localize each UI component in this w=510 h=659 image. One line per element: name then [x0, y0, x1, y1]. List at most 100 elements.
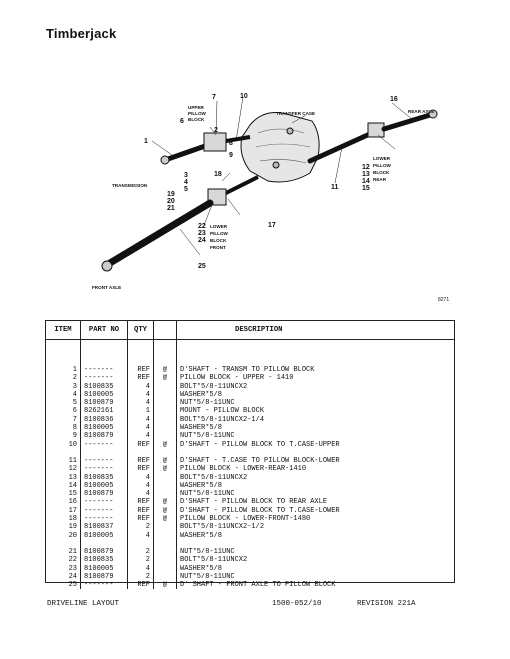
cell-item: 12	[68, 465, 77, 474]
cell-flag	[153, 424, 177, 433]
cell-flag	[153, 564, 177, 573]
cell-item: 16	[68, 498, 77, 507]
cell-part-no: -------	[80, 440, 128, 449]
cell-description: D' SHAFT - FRONT AXLE TO PILLOW BLOCK	[176, 581, 454, 590]
callout-24: 24	[198, 237, 206, 244]
cell-part-no: 8100879	[80, 432, 128, 441]
cell-flag: @	[153, 498, 177, 507]
cell-flag: @	[153, 581, 177, 590]
cell-part-no: 8100837	[80, 523, 128, 532]
callout-23: 23	[198, 230, 206, 237]
empty-cell	[80, 448, 128, 457]
empty-cell	[153, 539, 177, 548]
cell-flag	[153, 523, 177, 532]
cell-item: 22	[68, 556, 77, 565]
cell-part-no: 8100836	[80, 415, 128, 425]
shaft-17	[221, 175, 259, 197]
table-row: 1-------REF@D'SHAFT - TRANSM TO PILLOW B…	[46, 366, 454, 375]
cell-item: 9	[72, 432, 77, 441]
label-lower-rear-4: REAR	[373, 177, 387, 182]
label-upper-pillow-block-3: BLOCK	[188, 117, 205, 122]
empty-cell	[46, 449, 81, 457]
cell-flag: @	[153, 374, 177, 383]
cell-flag	[153, 490, 177, 499]
cell-flag	[153, 481, 177, 491]
driveline-drawing	[101, 96, 438, 272]
callout-2: 2	[214, 127, 218, 134]
callout-25: 25	[198, 263, 206, 270]
cell-item: 4	[72, 390, 77, 399]
cell-qty: REF	[127, 498, 154, 507]
cell-part-no: -------	[80, 515, 128, 524]
cell-description: PILLOW BLOCK - LOWER-FRONT-1480	[176, 515, 454, 524]
cell-qty: 4	[127, 481, 154, 491]
callout-4: 4	[184, 179, 188, 186]
cell-part-no: -------	[80, 581, 128, 590]
empty-cell	[46, 540, 81, 548]
shaft-11	[307, 130, 375, 164]
empty-cell	[127, 339, 154, 366]
cell-part-no: 8100835	[80, 382, 128, 391]
table-row: 10-------REF@D'SHAFT - PILLOW BLOCK TO T…	[46, 440, 454, 449]
callout-14: 14	[362, 178, 370, 185]
callout-21: 21	[167, 205, 175, 212]
cell-flag	[153, 432, 177, 441]
callout-5: 5	[184, 186, 188, 193]
cell-description: WASHER*5/8	[176, 531, 454, 540]
cell-part-no: 8100879	[80, 572, 128, 582]
cell-flag	[153, 572, 177, 582]
cell-qty: 2	[127, 572, 154, 582]
cell-flag	[153, 407, 177, 416]
label-lower-front-4: FRONT	[210, 245, 226, 250]
cell-description: D'SHAFT - TRANSM TO PILLOW BLOCK	[176, 366, 454, 375]
label-lower-rear-2: PILLOW	[373, 163, 392, 168]
col-header-qty: QTY	[127, 321, 154, 340]
cell-flag: @	[153, 465, 177, 474]
cell-part-no: -------	[80, 506, 128, 516]
empty-cell	[46, 340, 81, 367]
cell-item: 13	[68, 473, 77, 482]
table-row: 11-------REF@D'SHAFT - T.CASE TO PILLOW …	[46, 456, 454, 466]
cell-item: 20	[68, 531, 77, 540]
cell-description: NUT*5/8-11UNC	[176, 490, 454, 499]
cell-part-no: 8262161	[80, 407, 128, 416]
label-upper-pillow-block-1: UPPER	[188, 105, 205, 110]
cell-item: 15	[68, 490, 77, 499]
callout-16: 16	[390, 96, 398, 103]
table-gap-row	[46, 448, 454, 457]
label-lower-front-1: LOWER	[210, 224, 228, 229]
driveline-diagram: 1 2 3 4 5 6 7 8 9 10 11 12 13 14 15 16 1…	[92, 93, 438, 290]
table-gap-row	[46, 539, 454, 548]
cell-item: 3	[72, 382, 77, 391]
shaft-25	[106, 199, 214, 267]
cell-description: NUT*5/8-11UNC	[176, 399, 454, 408]
cell-qty: REF	[127, 581, 154, 590]
cell-description: BOLT*5/8-11UNCX2	[176, 473, 454, 482]
cell-qty: REF	[127, 440, 154, 449]
transfer-case-housing	[240, 112, 320, 183]
cell-item: 2	[72, 374, 77, 383]
cell-part-no: 8100005	[80, 531, 128, 540]
cell-description: PILLOW BLOCK - LOWER-REAR-1410	[176, 465, 454, 474]
table-row: 16-------REF@D'SHAFT - PILLOW BLOCK TO R…	[46, 498, 454, 507]
cell-part-no: 8100005	[80, 564, 128, 573]
parts-body: 1-------REF@D'SHAFT - TRANSM TO PILLOW B…	[46, 339, 454, 590]
cell-item: 25	[68, 581, 77, 590]
cell-description: WASHER*5/8	[176, 481, 454, 491]
empty-cell	[153, 339, 177, 366]
label-lower-front-3: BLOCK	[210, 238, 227, 243]
cell-item: 23	[68, 564, 77, 573]
cell-item: 5	[72, 399, 77, 408]
cell-item: 1	[72, 366, 77, 374]
table-spacer-row	[46, 339, 454, 367]
cell-item: 11	[68, 456, 77, 465]
table-row: 18-------REF@PILLOW BLOCK - LOWER-FRONT-…	[46, 515, 454, 524]
empty-cell	[127, 448, 154, 457]
